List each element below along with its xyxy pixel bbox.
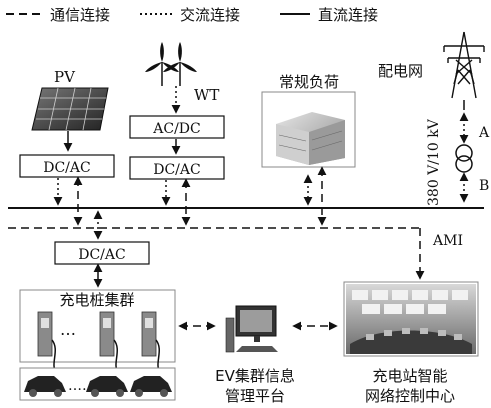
pile-cluster-label: 充电桩集群 <box>59 291 134 309</box>
grid-label: 配电网 <box>378 62 423 80</box>
legend-comm-label: 通信连接 <box>50 6 110 24</box>
wt-label: WT <box>194 86 219 104</box>
acdc-label: AC/DC <box>152 121 200 137</box>
legend: 通信连接 交流连接 直流连接 <box>6 6 378 24</box>
ev-platform-label-1: EV集群信息 <box>215 367 295 385</box>
transformer-icon <box>456 145 472 172</box>
dcac-label-2: DC/AC <box>153 162 200 178</box>
control-center-label-2: 网络控制中心 <box>365 387 455 405</box>
dcac-label-3: DC/AC <box>78 247 125 263</box>
legend-ac-label: 交流连接 <box>180 6 240 24</box>
ami-label: AMI <box>432 233 463 249</box>
ev-platform-label-2: 管理平台 <box>225 387 285 405</box>
pv-label: PV <box>54 68 76 86</box>
control-center-label-1: 充电站智能 <box>372 367 447 385</box>
voltage-label: 380 V/10 kV <box>426 118 442 206</box>
computer-icon <box>226 306 278 352</box>
load-label: 常规负荷 <box>279 73 339 91</box>
control-room-icon <box>346 284 476 354</box>
legend-dc-label: 直流连接 <box>318 6 378 24</box>
point-b-label: B <box>479 178 489 194</box>
pv-panel-icon <box>32 88 108 130</box>
dcac-label-1: DC/AC <box>43 160 90 176</box>
wind-turbine-icon <box>145 42 197 86</box>
point-a-label: A <box>478 125 490 141</box>
transmission-tower-icon <box>444 32 484 98</box>
pile-dots: … <box>60 320 76 339</box>
